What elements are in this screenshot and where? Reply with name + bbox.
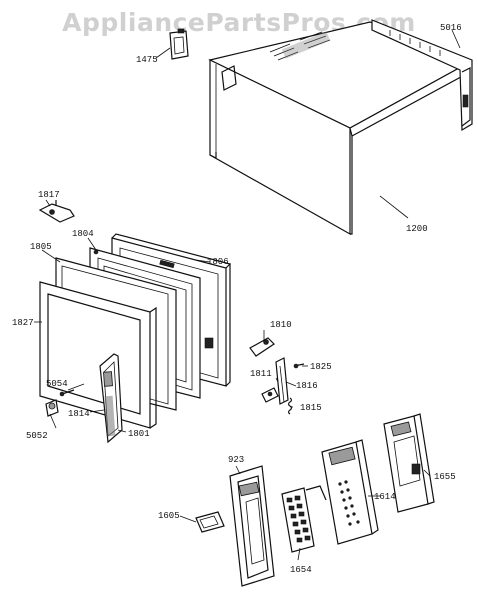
part-1816-rod: [275, 357, 289, 405]
part-1614-control-board: [321, 439, 379, 545]
part-1817-latch: [38, 200, 75, 223]
label-1605: 1605: [158, 511, 180, 521]
label-1811: 1811: [250, 369, 272, 379]
part-1825-screw: [293, 363, 305, 369]
label-1200: 1200: [406, 224, 428, 234]
label-5054: 5054: [46, 379, 68, 389]
label-1817: 1817: [38, 190, 60, 200]
label-1614: 1614: [374, 492, 396, 502]
part-labels: 1475 5016 1200 1817 1804 1805 1806 1827 …: [12, 23, 462, 575]
label-5052: 5052: [26, 431, 48, 441]
part-1475-bracket: [169, 28, 189, 60]
part-1654-keypad: [281, 485, 327, 553]
label-1827: 1827: [12, 318, 34, 328]
label-1654: 1654: [290, 565, 312, 575]
part-5016-rear-panel: [371, 19, 473, 132]
label-1475: 1475: [136, 55, 158, 65]
label-1825: 1825: [310, 362, 332, 372]
part-1801-door-handle: [99, 353, 123, 444]
part-5054-screw: [59, 389, 75, 397]
part-1810-switch: [249, 337, 275, 357]
part-1655-relay-board: [383, 413, 435, 513]
label-1816: 1816: [296, 381, 318, 391]
label-1810: 1810: [270, 320, 292, 330]
label-1806: 1806: [207, 257, 229, 267]
part-923-control-panel-frame: [229, 465, 275, 587]
label-1814: 1814: [68, 409, 90, 419]
part-5052-knob: [45, 399, 59, 417]
part-1827-door-front: [39, 281, 157, 429]
part-1815-spring: [287, 397, 293, 415]
part-1200-outer-case: [208, 21, 472, 236]
label-1801: 1801: [128, 429, 150, 439]
leader-lines: [34, 29, 461, 561]
label-923: 923: [228, 455, 244, 465]
part-1605-display-window: [195, 511, 225, 533]
label-1815: 1815: [300, 403, 322, 413]
part-1811-lever: [261, 387, 279, 403]
label-1655: 1655: [434, 472, 456, 482]
label-5016: 5016: [440, 23, 462, 33]
label-1805: 1805: [30, 242, 52, 252]
label-1804: 1804: [72, 229, 94, 239]
